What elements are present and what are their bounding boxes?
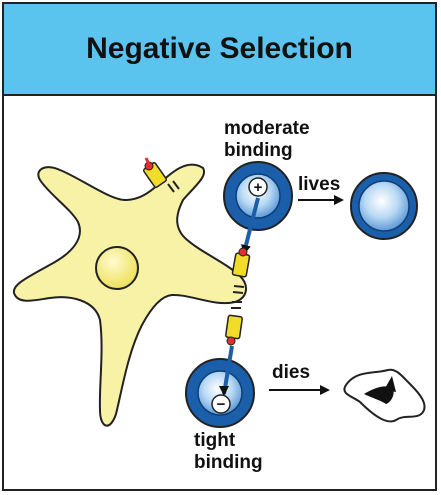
title-banner: Negative Selection (4, 4, 435, 96)
receptor-icon (231, 247, 251, 294)
minus-symbol: − (217, 396, 226, 413)
t-cell-tight: − (185, 345, 255, 428)
figure-title: Negative Selection (86, 32, 353, 65)
tight-binding-line1: tight (194, 430, 236, 451)
apc-body (12, 163, 247, 427)
receptor-icon (142, 157, 180, 193)
moderate-binding-line1: moderate (224, 118, 310, 139)
lives-label: lives (298, 174, 341, 195)
plus-symbol: + (254, 179, 263, 196)
surviving-cell-icon (350, 172, 418, 240)
t-cell-moderate: + (223, 161, 293, 255)
minus-sign-icon (211, 394, 231, 414)
dead-cell-icon (343, 368, 426, 423)
dies-label: dies (272, 362, 311, 383)
moderate-binding-label: moderate binding (224, 118, 310, 162)
tight-binding-line2: binding (194, 452, 263, 473)
star-shaped-cell-icon (12, 163, 247, 427)
plus-sign-icon (248, 177, 268, 197)
moderate-binding-line2: binding (224, 140, 293, 161)
apc-nucleus (95, 246, 139, 290)
tight-binding-label: tight binding (194, 430, 263, 474)
receptor-icon (225, 301, 243, 346)
tcr-stalk-top (241, 197, 260, 255)
